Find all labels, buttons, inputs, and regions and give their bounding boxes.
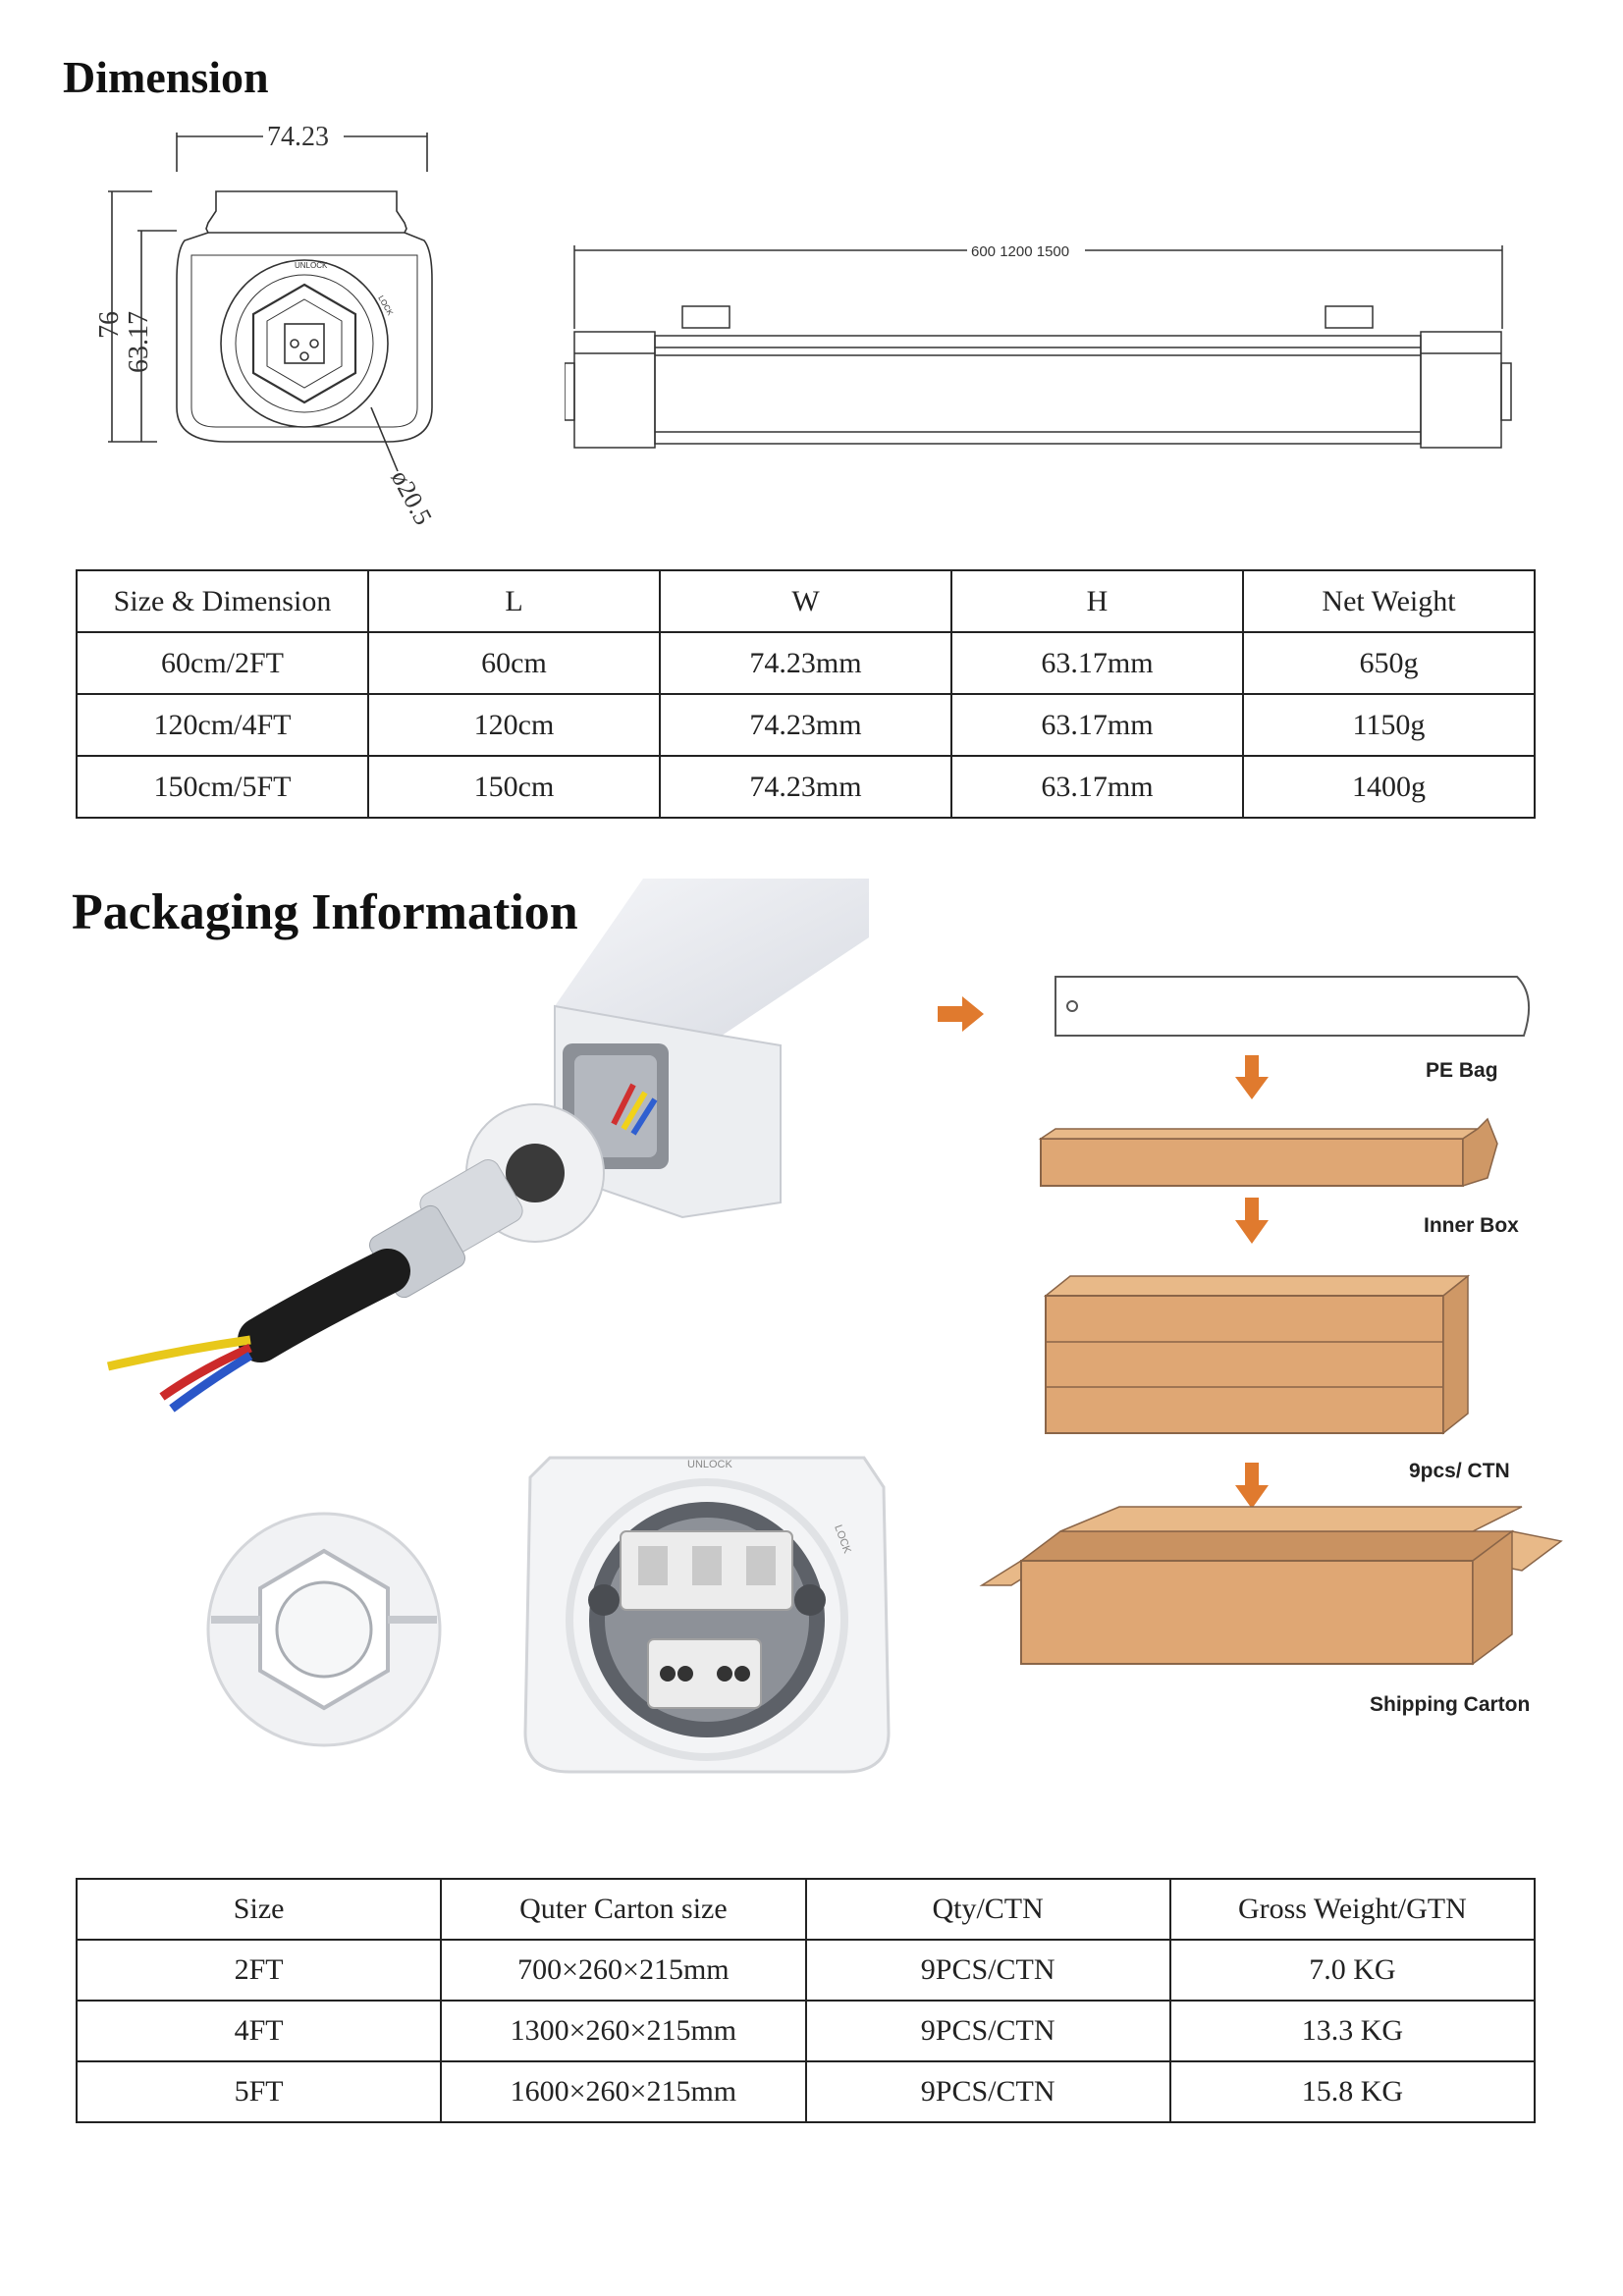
table-row: 150cm/5FT 150cm 74.23mm 63.17mm 1400g bbox=[76, 755, 1536, 819]
dimension-title: Dimension bbox=[63, 52, 269, 102]
table-row: 5FT 1600×260×215mm 9PCS/CTN 15.8 KG bbox=[75, 2060, 1537, 2123]
table-row: 4FT 1300×260×215mm 9PCS/CTN 13.3 KG bbox=[75, 2000, 1537, 2062]
table-cell: 60cm bbox=[367, 631, 661, 695]
table-cell: 4FT bbox=[75, 2000, 443, 2062]
table-header-row: Size Quter Carton size Qty/CTN Gross Wei… bbox=[75, 1878, 1537, 1941]
shipping-carton-icon bbox=[1020, 1560, 1474, 1665]
table-header-cell: Size bbox=[75, 1878, 443, 1941]
table-cell: 74.23mm bbox=[659, 693, 952, 757]
table-cell: 1300×260×215mm bbox=[440, 2000, 807, 2062]
inner-box-label: Inner Box bbox=[1424, 1214, 1519, 1237]
table-cell: 63.17mm bbox=[950, 631, 1244, 695]
table-cell: 1600×260×215mm bbox=[440, 2060, 807, 2123]
table-cell: 7.0 KG bbox=[1168, 1939, 1537, 2002]
terminal-photo: UNLOCK LOCK bbox=[523, 1456, 891, 1774]
table-cell: 60cm/2FT bbox=[76, 631, 369, 695]
table-cell: 650g bbox=[1242, 631, 1536, 695]
table-cell: 120cm bbox=[367, 693, 661, 757]
end-view-drawing: 74.23 76 63.17 ø20.5 UNLOCK LOCK bbox=[98, 122, 438, 529]
diameter-label: ø20.5 bbox=[386, 465, 438, 529]
table-row: 120cm/4FT 120cm 74.23mm 63.17mm 1150g bbox=[76, 693, 1536, 757]
table-header-cell: Net Weight bbox=[1242, 569, 1536, 633]
drawing-unlock-label: UNLOCK bbox=[295, 261, 328, 270]
table-header-cell: L bbox=[367, 569, 661, 633]
table-cell: 9PCS/CTN bbox=[804, 2000, 1171, 2062]
table-cell: 63.17mm bbox=[950, 755, 1244, 819]
pe-bag-icon bbox=[1055, 976, 1531, 1037]
table-cell: 9PCS/CTN bbox=[804, 2060, 1171, 2123]
table-row: 2FT 700×260×215mm 9PCS/CTN 7.0 KG bbox=[75, 1939, 1537, 2002]
table-cell: 120cm/4FT bbox=[76, 693, 369, 757]
table-header-cell: Quter Carton size bbox=[440, 1878, 807, 1941]
table-cell: 9PCS/CTN bbox=[804, 1939, 1171, 2002]
packaging-title: Packaging Information bbox=[72, 884, 578, 940]
packaging-flow-diagram: PE Bag Inner Box 9pcs/ CTN Shipping Cart… bbox=[938, 976, 1563, 1716]
table-cell: 1400g bbox=[1242, 755, 1536, 819]
length-dimension-label: 600 1200 1500 bbox=[971, 243, 1069, 260]
table-header-cell: Size & Dimension bbox=[76, 569, 369, 633]
table-cell: 700×260×215mm bbox=[440, 1939, 807, 2002]
down-arrow-icon bbox=[1235, 1198, 1269, 1244]
table-cell: 5FT bbox=[75, 2060, 443, 2123]
inner-height-dimension-label: 63.17 bbox=[124, 311, 154, 373]
down-arrow-icon bbox=[1235, 1055, 1269, 1099]
packaging-table: Size Quter Carton size Qty/CTN Gross Wei… bbox=[75, 1878, 1537, 2123]
stacked-boxes-icon bbox=[1045, 1295, 1444, 1434]
inner-box-icon bbox=[1040, 1138, 1464, 1187]
pe-bag-label: PE Bag bbox=[1426, 1059, 1498, 1082]
table-header-cell: Qty/CTN bbox=[804, 1878, 1171, 1941]
seal-ring-photo bbox=[206, 1512, 442, 1747]
side-view-drawing: 600 1200 1500 bbox=[565, 243, 1512, 449]
table-cell: 74.23mm bbox=[659, 631, 952, 695]
photo-unlock-label: UNLOCK bbox=[687, 1459, 733, 1470]
table-header-cell: Gross Weight/GTN bbox=[1168, 1878, 1537, 1941]
orange-arrow-icon bbox=[938, 996, 984, 1032]
dimension-table: Size & Dimension L W H Net Weight 60cm/2… bbox=[76, 569, 1536, 819]
table-cell: 63.17mm bbox=[950, 693, 1244, 757]
table-cell: 13.3 KG bbox=[1168, 2000, 1537, 2062]
table-cell: 1150g bbox=[1242, 693, 1536, 757]
product-photo bbox=[107, 879, 869, 1413]
table-cell: 74.23mm bbox=[659, 755, 952, 819]
table-cell: 150cm bbox=[367, 755, 661, 819]
shipping-carton-label: Shipping Carton bbox=[1370, 1693, 1530, 1716]
width-dimension-label: 74.23 bbox=[267, 122, 329, 152]
table-row: 60cm/2FT 60cm 74.23mm 63.17mm 650g bbox=[76, 631, 1536, 695]
table-header-cell: W bbox=[659, 569, 952, 633]
per-carton-label: 9pcs/ CTN bbox=[1409, 1460, 1510, 1482]
table-header-cell: H bbox=[950, 569, 1244, 633]
table-header-row: Size & Dimension L W H Net Weight bbox=[76, 569, 1536, 633]
height-dimension-label: 76 bbox=[98, 311, 125, 339]
table-cell: 15.8 KG bbox=[1168, 2060, 1537, 2123]
table-cell: 150cm/5FT bbox=[76, 755, 369, 819]
table-cell: 2FT bbox=[75, 1939, 443, 2002]
down-arrow-icon bbox=[1235, 1463, 1269, 1509]
